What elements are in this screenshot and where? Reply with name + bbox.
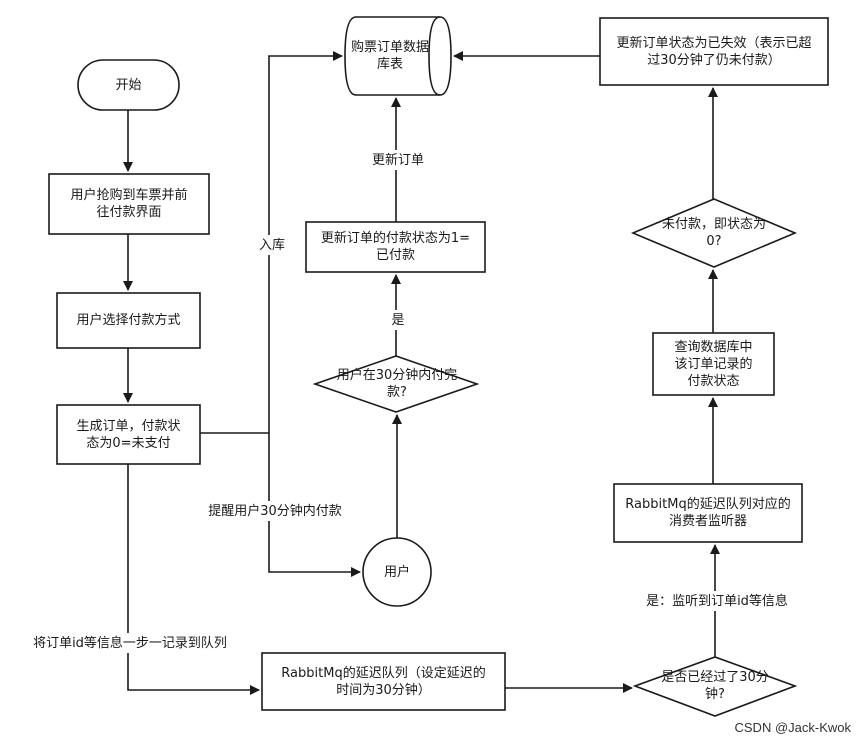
edge-label-enqueue: 将订单id等信息一步一记录到队列 bbox=[23, 633, 237, 653]
update-expired-label: 更新订单状态为已失效（表示已超 过30分钟了仍未付款） bbox=[616, 35, 812, 68]
paid-within-30-decision bbox=[312, 355, 480, 413]
update-paid-label: 更新订单的付款状态为1= 已付款 bbox=[320, 231, 471, 263]
elapsed-30-label: 是否已经过了30分 钟? bbox=[661, 670, 769, 702]
create-order-box bbox=[56, 404, 201, 465]
consumer-label: RabbitMq的延迟队列对应的 消费者监听器 bbox=[625, 497, 791, 529]
create-order-label: 生成订单，付款状 态为0=未支付 bbox=[76, 418, 181, 451]
delay-queue-box bbox=[261, 652, 506, 711]
database-cylinder bbox=[344, 16, 452, 96]
choose-payment-label: 用户选择付款方式 bbox=[76, 313, 181, 328]
edge-create-user bbox=[268, 433, 361, 577]
paid-within-30-label: 用户在30分钟内付完 款? bbox=[336, 368, 458, 400]
user-label: 用户 bbox=[383, 564, 410, 580]
update-expired-box bbox=[599, 17, 829, 86]
watermark: CSDN @Jack-Kwok bbox=[734, 720, 852, 735]
unpaid-check-decision bbox=[630, 198, 798, 268]
edge-label-yes: 是 bbox=[386, 310, 410, 330]
unpaid-check-label: 未付款，即状态为 0? bbox=[661, 217, 766, 249]
delay-queue-label: RabbitMq的延迟队列（设定延迟的 时间为30分钟） bbox=[281, 665, 486, 698]
edge-label-store: 入库 bbox=[254, 235, 290, 255]
update-paid-box bbox=[305, 221, 486, 273]
edge-label-yes-listen: 是：监听到订单id等信息 bbox=[634, 591, 800, 611]
start-label: 开始 bbox=[115, 77, 142, 93]
query-status-box bbox=[652, 332, 775, 396]
edge-create-queue bbox=[127, 464, 260, 695]
consumer-box bbox=[613, 483, 803, 543]
edge-label-update-order: 更新订单 bbox=[364, 150, 432, 170]
database-label: 购票订单数据 库表 bbox=[350, 40, 429, 72]
choose-payment-box bbox=[56, 292, 201, 349]
edge-label-remind: 提醒用户30分钟内付款 bbox=[199, 501, 351, 521]
query-status-label: 查询数据库中 该订单记录的 付款状态 bbox=[674, 339, 753, 389]
grab-ticket-box bbox=[48, 173, 210, 235]
elapsed-30-decision bbox=[632, 656, 798, 717]
grab-ticket-label: 用户抢购到车票并前 往付款界面 bbox=[70, 188, 188, 220]
